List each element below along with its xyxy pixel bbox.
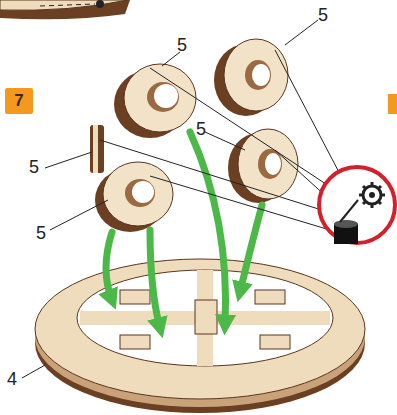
callout-number: 4 <box>7 370 17 388</box>
washer <box>95 162 173 232</box>
callout-number: 5 <box>196 120 206 138</box>
motion-arrows <box>106 132 262 328</box>
callout-number: 5 <box>318 6 328 24</box>
washer <box>90 125 104 173</box>
washer <box>114 64 196 138</box>
glue-icon <box>319 167 395 244</box>
callout-number: 5 <box>36 224 46 242</box>
callout-number: 5 <box>177 36 187 54</box>
leader-lines <box>22 20 342 378</box>
callout-number: 5 <box>29 158 39 176</box>
step-number: 7 <box>14 91 23 111</box>
washer <box>214 39 288 116</box>
step-number-box: 7 <box>5 88 33 114</box>
previous-part <box>0 0 130 19</box>
base-ring <box>35 259 365 413</box>
next-step-box <box>388 94 397 114</box>
